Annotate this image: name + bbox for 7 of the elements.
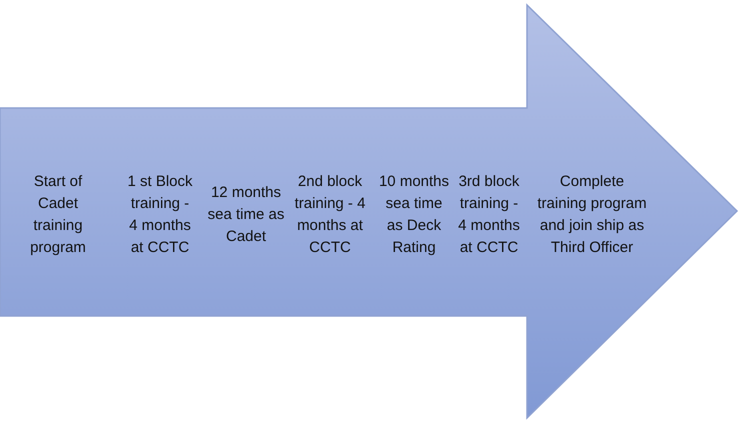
stage-text: Complete training program and join ship as Third Officer — [536, 172, 648, 258]
stage-text: 2nd block training - 4 months at CCTC — [294, 172, 366, 258]
stage-text: Start of Cadet training program — [29, 172, 87, 258]
stage-text: 3rd block training - 4 months at CCTC — [457, 172, 521, 258]
stage-text: 12 months sea time as Cadet — [206, 183, 286, 247]
stage-text: 1 st Block training - 4 months at CCTC — [126, 172, 194, 258]
stage-text: 10 months sea time as Deck Rating — [378, 172, 450, 258]
